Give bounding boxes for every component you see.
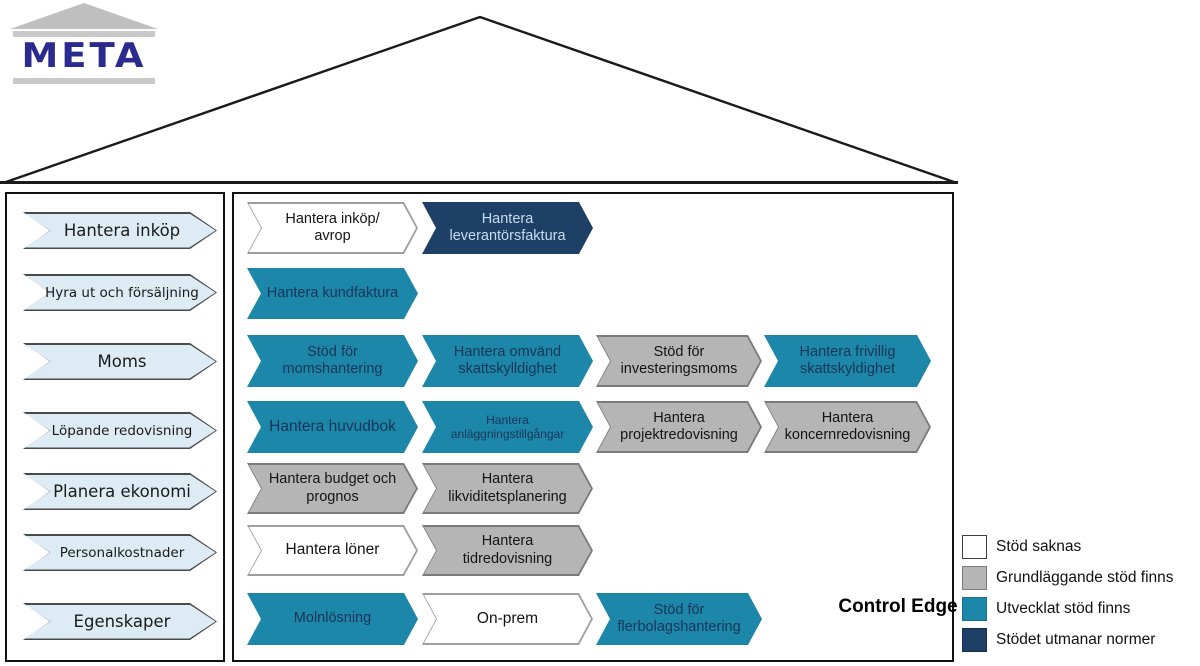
sidebar-item-label: Egenskaper bbox=[73, 612, 171, 631]
box-stod-for-investeringsmoms: Stöd för investeringsmoms bbox=[596, 335, 762, 387]
legend-item-stodet-utmanar-normer: Stödet utmanar normer bbox=[962, 627, 1174, 653]
box-hantera-inkop-avrop: Hantera inköp/ avrop bbox=[247, 202, 418, 254]
sidebar-item-label: Hantera inköp bbox=[63, 221, 181, 240]
box-hantera-anlaggningstillgangar: Hantera anläggningstillgångar bbox=[422, 401, 593, 453]
meta-logo: META bbox=[8, 3, 160, 84]
logo-top-bar bbox=[13, 31, 155, 37]
box-label: Hantera tidredovisning bbox=[462, 533, 553, 567]
sidebar-item-lopande-redovisning: Löpande redovisning bbox=[23, 412, 217, 449]
box-label: Hantera inköp/ avrop bbox=[285, 210, 380, 244]
box-on-prem: On-prem bbox=[422, 593, 593, 645]
sidebar-panel: Hantera inköp Hyra ut och försäljning Mo… bbox=[5, 192, 225, 662]
legend-swatch-teal bbox=[962, 597, 987, 621]
sidebar-item-planera-ekonomi: Planera ekonomi bbox=[23, 473, 217, 510]
logo-text: META bbox=[21, 35, 147, 76]
legend-swatch-gray bbox=[962, 566, 987, 590]
box-label: Hantera leverantörsfaktura bbox=[449, 210, 566, 244]
box-label: Hantera anläggningstillgångar bbox=[450, 412, 565, 441]
box-hantera-tidredovisning: Hantera tidredovisning bbox=[422, 525, 593, 576]
box-hantera-loner: Hantera löner bbox=[247, 525, 418, 576]
box-hantera-projektredovisning: Hantera projektredovisning bbox=[596, 401, 762, 453]
legend-swatch-navy bbox=[962, 628, 987, 652]
legend-item-utvecklat-stod-finns: Utvecklat stöd finns bbox=[962, 596, 1174, 622]
box-hantera-leverantorsfaktura: Hantera leverantörsfaktura bbox=[422, 202, 593, 254]
box-hantera-omvand-skattskylldighet: Hantera omvänd skattskylldighet bbox=[422, 335, 593, 387]
box-molnlosning: Molnlösning bbox=[247, 593, 418, 645]
box-label: Hantera likviditetsplanering bbox=[448, 471, 567, 505]
box-hantera-kundfaktura: Hantera kundfaktura bbox=[247, 268, 418, 319]
sidebar-item-label: Löpande redovisning bbox=[51, 422, 193, 439]
legend: Stöd saknas Grundläggande stöd finns Utv… bbox=[962, 534, 1174, 658]
sidebar-item-label: Planera ekonomi bbox=[53, 482, 191, 501]
legend-swatch-white bbox=[962, 535, 987, 559]
box-stod-for-momshantering: Stöd för momshantering bbox=[247, 335, 418, 387]
box-stod-for-flerbolagshantering: Stöd för flerbolagshantering bbox=[596, 593, 762, 645]
sidebar-item-label: Moms bbox=[97, 352, 147, 371]
sidebar-item-hantera-inkop: Hantera inköp bbox=[23, 212, 217, 249]
box-label: Hantera löner bbox=[285, 541, 380, 559]
box-label: Hantera projektredovisning bbox=[620, 409, 738, 443]
box-hantera-frivillig-skattskyldighet: Hantera frivillig skattskyldighet bbox=[764, 335, 931, 387]
legend-label: Stöd saknas bbox=[996, 538, 1082, 555]
box-label: Hantera koncernredovisning bbox=[784, 409, 911, 443]
box-hantera-likviditetsplanering: Hantera likviditetsplanering bbox=[422, 463, 593, 514]
box-label: On-prem bbox=[476, 609, 539, 627]
legend-item-stod-saknas: Stöd saknas bbox=[962, 534, 1174, 560]
legend-label: Utvecklat stöd finns bbox=[996, 600, 1131, 617]
box-label: Stöd för investeringsmoms bbox=[620, 343, 738, 377]
sidebar-item-label: Personalkostnader bbox=[59, 544, 185, 561]
box-label: Hantera huvudbok bbox=[269, 417, 396, 435]
legend-label: Grundläggande stöd finns bbox=[996, 569, 1174, 586]
box-label: Hantera frivillig skattskyldighet bbox=[799, 343, 896, 377]
box-label: Hantera kundfaktura bbox=[266, 284, 399, 301]
box-label: Stöd för momshantering bbox=[282, 343, 383, 377]
sidebar-item-egenskaper: Egenskaper bbox=[23, 603, 217, 640]
control-edge-label: Control Edge bbox=[838, 596, 958, 617]
box-label: Stöd för flerbolagshantering bbox=[617, 601, 741, 635]
sidebar-item-personalkostnader: Personalkostnader bbox=[23, 534, 217, 571]
box-label: Hantera budget och prognos bbox=[268, 471, 397, 505]
box-label: Hantera omvänd skattskylldighet bbox=[453, 343, 562, 377]
logo-bottom-bar bbox=[13, 77, 155, 84]
box-hantera-huvudbok: Hantera huvudbok bbox=[247, 401, 418, 453]
sidebar-item-hyra-ut-och-forsaljning: Hyra ut och försäljning bbox=[23, 274, 217, 311]
legend-item-grundlaggande-stod-finns: Grundläggande stöd finns bbox=[962, 565, 1174, 591]
sidebar-item-moms: Moms bbox=[23, 343, 217, 380]
box-label: Molnlösning bbox=[293, 610, 372, 627]
box-hantera-koncernredovisning: Hantera koncernredovisning bbox=[764, 401, 931, 453]
logo-roof-icon bbox=[10, 3, 158, 29]
sidebar-item-label: Hyra ut och försäljning bbox=[45, 284, 199, 301]
box-hantera-budget-och-prognos: Hantera budget och prognos bbox=[247, 463, 418, 514]
legend-label: Stödet utmanar normer bbox=[996, 631, 1156, 648]
